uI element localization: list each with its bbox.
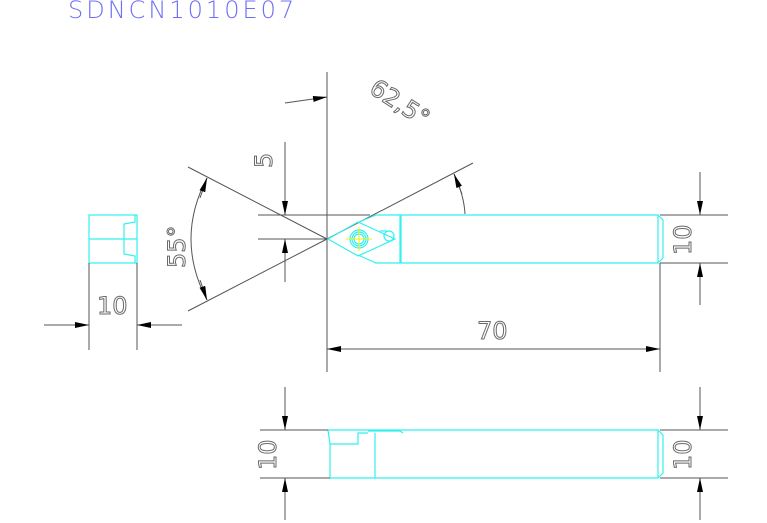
approach-angle-label: 62,5° bbox=[365, 74, 435, 133]
side-height-right-label: 10 bbox=[669, 439, 697, 470]
tip-offset-label: 5 bbox=[250, 153, 278, 168]
insert-angle-label: 55° bbox=[163, 225, 191, 268]
top-view: 62,5° 55° 5 10 70 bbox=[163, 72, 728, 372]
end-view: 10 bbox=[44, 214, 182, 350]
shank-height-label: 10 bbox=[669, 224, 697, 255]
side-height-left-label: 10 bbox=[254, 439, 282, 470]
part-number-title: SDNCN1010E07 bbox=[68, 0, 298, 24]
end-width-label: 10 bbox=[97, 292, 128, 320]
side-view: 10 10 bbox=[254, 387, 728, 520]
overall-length-label: 70 bbox=[477, 317, 508, 345]
